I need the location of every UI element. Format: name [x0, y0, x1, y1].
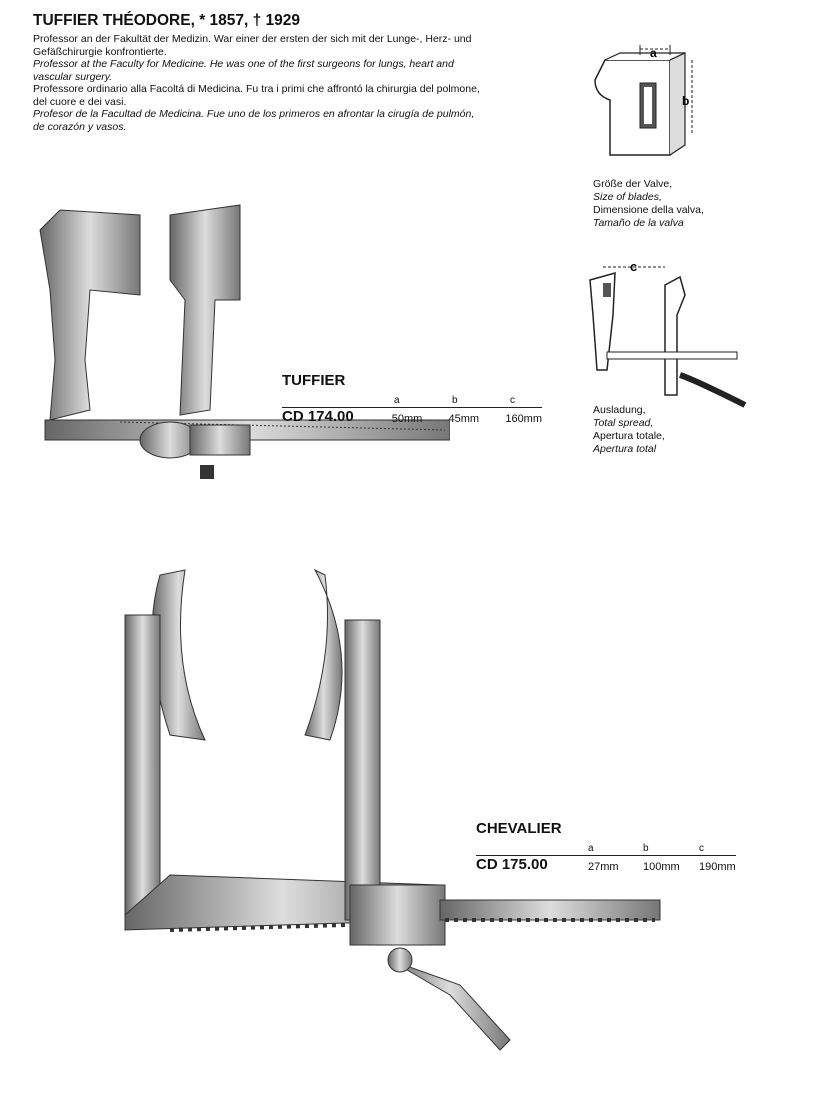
value-b: 45mm: [448, 413, 480, 425]
diagram-label-c: c: [630, 259, 637, 274]
page-title: TUFFIER THÉODORE, * 1857, † 1929: [33, 12, 301, 29]
product-name: TUFFIER: [282, 372, 346, 389]
spec-row: CD 175.00 27mm 100mm 190mm: [476, 856, 736, 873]
intro-text: Professor an der Fakultät der Medizin. W…: [33, 33, 483, 133]
value-c: 160mm: [505, 413, 543, 425]
legend-line: Größe der Valve,: [593, 178, 673, 190]
legend-line: Ausladung,: [593, 404, 646, 416]
spec-header: a b c: [476, 843, 736, 856]
legend-line: Total spread,: [593, 417, 654, 429]
product-chevalier: CHEVALIER a b c CD 175.00 27mm 100mm 190…: [476, 820, 736, 873]
product-code: CD 175.00: [476, 856, 548, 873]
header-b: b: [452, 395, 458, 406]
tuffier-retractor-image: [39, 204, 450, 479]
legend-line: Apertura total: [593, 443, 657, 455]
header-b: b: [643, 843, 649, 854]
diagram-label-b: b: [682, 94, 689, 108]
product-tuffier: TUFFIER a b c CD 174.00 50mm 45mm 160mm: [282, 372, 542, 425]
header-a: a: [588, 843, 594, 854]
spread-diagram: c: [589, 259, 747, 408]
intro-german: Professor an der Fakultät der Medizin. W…: [33, 33, 472, 58]
product-name: CHEVALIER: [476, 820, 562, 837]
intro-spanish: Profesor de la Facultad de Medicina. Fue…: [33, 108, 475, 133]
header-c: c: [510, 395, 515, 406]
value-a: 50mm: [391, 413, 423, 425]
blade-size-legend: Größe der Valve, Size of blades, Dimensi…: [593, 178, 704, 230]
value-a: 27mm: [588, 861, 619, 873]
value-b: 100mm: [643, 861, 680, 873]
legend-line: Size of blades,: [593, 191, 662, 203]
intro-english: Professor at the Faculty for Medicine. H…: [33, 58, 454, 83]
chevalier-retractor-image: [124, 568, 661, 1051]
spread-legend: Ausladung, Total spread, Apertura totale…: [593, 404, 665, 456]
header-a: a: [394, 395, 400, 406]
product-code: CD 174.00: [282, 408, 354, 425]
spec-header: a b c: [282, 395, 542, 408]
spec-row: CD 174.00 50mm 45mm 160mm: [282, 408, 542, 425]
legend-line: Apertura totale,: [593, 430, 665, 442]
diagram-label-a: a: [650, 46, 657, 60]
header-c: c: [699, 843, 704, 854]
value-c: 190mm: [699, 861, 736, 873]
intro-italian: Professore ordinario alla Facoltá di Med…: [33, 83, 480, 108]
blade-size-diagram: a b: [594, 45, 693, 156]
legend-line: Dimensione della valva,: [593, 204, 704, 216]
legend-line: Tamaño de la valva: [593, 217, 684, 229]
